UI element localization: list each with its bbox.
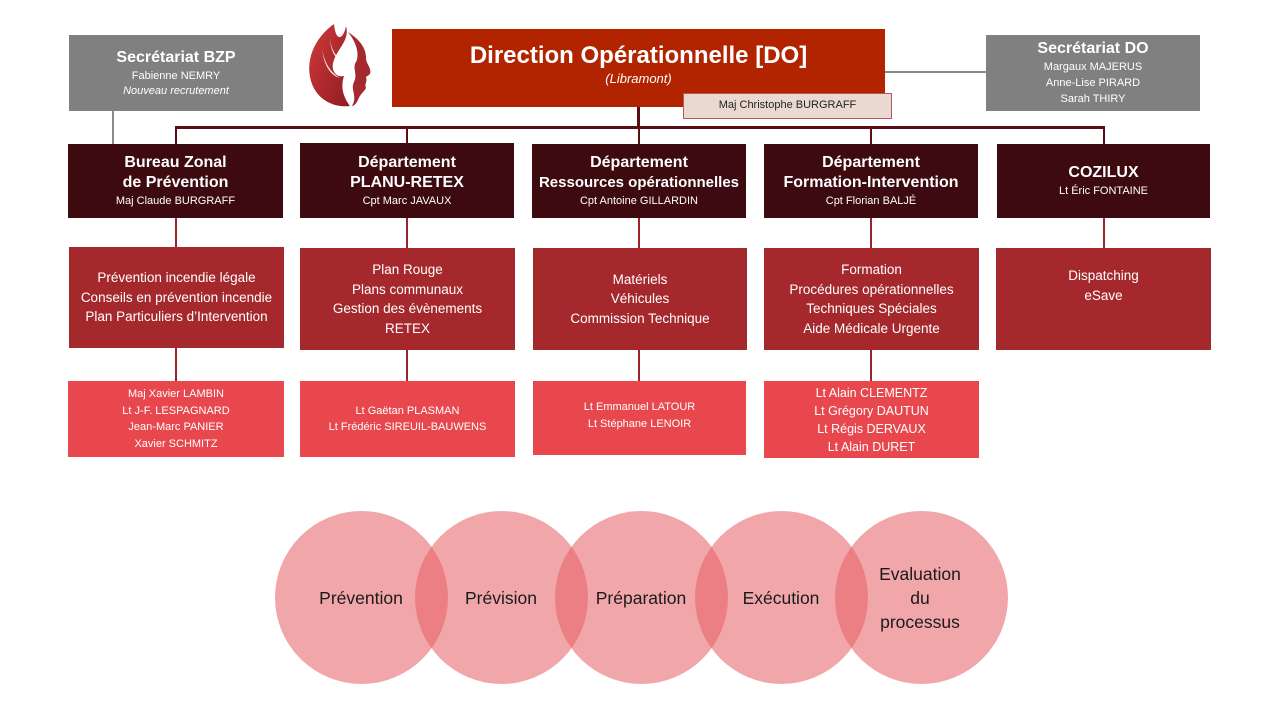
connector-drop-5	[1103, 126, 1105, 146]
mission-item: Plans communaux	[351, 281, 464, 297]
connector-people-4	[870, 350, 872, 382]
person-name: Lt Alain DURET	[827, 439, 916, 454]
process-circle-evaluation	[835, 511, 1008, 684]
person-name: Lt Gaëtan PLASMAN	[355, 404, 460, 417]
connector-people-1	[175, 348, 177, 382]
mission-item: Plan Particuliers d’Intervention	[85, 309, 268, 325]
secretariat-do-member-2: Anne-Lise PIRARD	[1045, 77, 1141, 89]
connector-drop-2	[406, 126, 408, 146]
person-name: Lt Frédéric SIREUIL-BAUWENS	[328, 421, 487, 433]
department-box-planu-retex: Département PLANU-RETEX Cpt Marc JAVAUX	[300, 143, 514, 218]
person-name: Lt Grégory DAUTUN	[814, 403, 929, 418]
process-label-prevention: Prévention	[319, 588, 403, 608]
process-label-execution: Exécution	[742, 588, 820, 608]
secretariat-bzp-member: Fabienne NEMRY	[131, 70, 221, 82]
director-title: Direction Opérationnelle [DO]	[469, 42, 808, 69]
connector-people-2	[406, 350, 408, 382]
connector-horizontal	[175, 126, 1105, 129]
department-head: Maj Claude BURGRAFF	[115, 195, 236, 207]
connector-drop-1	[175, 126, 177, 146]
director-head-badge: Maj Christophe BURGRAFF	[683, 93, 892, 119]
mission-box-formation: Formation Procédures opérationnelles Tec…	[764, 248, 979, 350]
mission-box-planu-retex: Plan Rouge Plans communaux Gestion des é…	[300, 248, 515, 350]
mission-item: Aide Médicale Urgente	[803, 320, 940, 336]
mission-item: Procédures opérationnelles	[789, 281, 954, 297]
person-name: Lt J-F. LESPAGNARD	[122, 404, 230, 417]
director-head-name: Maj Christophe BURGRAFF	[718, 99, 857, 111]
secretariat-bzp-title: Secrétariat BZP	[116, 49, 236, 66]
secretariat-do-member-3: Sarah THIRY	[1060, 93, 1126, 105]
mission-box-bzp: Prévention incendie légale Conseils en p…	[69, 247, 284, 348]
department-title-2: PLANU-RETEX	[350, 173, 464, 191]
connector-people-3	[638, 350, 640, 382]
process-label-prevision: Prévision	[465, 588, 537, 608]
person-name: Lt Régis DERVAUX	[817, 421, 926, 436]
department-box-ressources: Département Ressources opérationnelles C…	[532, 144, 746, 218]
mission-item: Dispatching	[1068, 268, 1139, 283]
connector-mission-4	[870, 218, 872, 248]
person-name: Lt Emmanuel LATOUR	[583, 401, 696, 413]
department-title-2: de Prévention	[122, 174, 229, 191]
department-head: Cpt Marc JAVAUX	[362, 194, 452, 207]
department-title-1: Département	[822, 154, 920, 171]
connector-mission-1	[175, 218, 177, 248]
department-title-1: Bureau Zonal	[124, 154, 227, 171]
mission-box-ressources: Matériels Véhicules Commission Technique	[533, 248, 747, 350]
mission-item: Prévention incendie légale	[97, 270, 256, 286]
department-title-1: COZILUX	[1068, 164, 1139, 181]
mission-item: Plan Rouge	[372, 262, 443, 277]
mission-item: Matériels	[612, 271, 668, 287]
mission-item: eSave	[1084, 287, 1123, 303]
people-box-ressources: Lt Emmanuel LATOUR Lt Stéphane LENOIR	[533, 381, 746, 455]
department-title-2: Ressources opérationnelles	[538, 174, 740, 191]
mission-item: Conseils en prévention incendie	[80, 289, 273, 305]
connector-bzp	[112, 110, 114, 146]
connector-mission-3	[638, 218, 640, 248]
person-name: Lt Alain CLEMENTZ	[815, 385, 928, 400]
mission-item: RETEX	[384, 320, 430, 336]
department-head: Lt Éric FONTAINE	[1058, 185, 1149, 197]
people-box-planu-retex: Lt Gaëtan PLASMAN Lt Frédéric SIREUIL-BA…	[300, 381, 515, 457]
process-label-preparation: Préparation	[595, 588, 687, 608]
department-box-formation: Département Formation-Intervention Cpt F…	[764, 144, 978, 218]
mission-item: Véhicules	[610, 291, 670, 307]
connector-secretariat-do	[884, 71, 987, 73]
department-box-cozilux: COZILUX Lt Éric FONTAINE	[997, 144, 1210, 218]
people-box-bzp: Maj Xavier LAMBIN Lt J-F. LESPAGNARD Jea…	[68, 381, 284, 457]
person-name: Maj Xavier LAMBIN	[128, 388, 224, 400]
secretariat-do-box: Secrétariat DO Margaux MAJERUS Anne-Lise…	[986, 35, 1200, 111]
director-location: (Libramont)	[605, 71, 672, 86]
secretariat-bzp-note: Nouveau recrutement	[123, 85, 229, 97]
connector-mission-5	[1103, 218, 1105, 248]
department-title-2: Formation-Intervention	[783, 174, 959, 191]
department-title-1: Département	[590, 154, 688, 171]
secretariat-bzp-box: Secrétariat BZP Fabienne NEMRY Nouveau r…	[69, 35, 283, 111]
secretariat-do-title: Secrétariat DO	[1037, 40, 1149, 57]
mission-item: Commission Technique	[570, 310, 710, 326]
department-head: Cpt Florian BALJÉ	[825, 195, 917, 207]
connector-mission-2	[406, 218, 408, 248]
department-title-1: Département	[358, 153, 456, 171]
mission-item: Techniques Spéciales	[806, 301, 937, 316]
mission-item: Formation	[841, 262, 902, 277]
secretariat-do-member-1: Margaux MAJERUS	[1043, 61, 1143, 73]
mission-item: Gestion des évènements	[332, 301, 483, 316]
process-label-evaluation: Evaluation du processus	[879, 564, 961, 632]
department-head: Cpt Antoine GILLARDIN	[579, 195, 698, 207]
connector-trunk	[637, 107, 640, 127]
flame-head-icon	[300, 18, 382, 110]
people-box-formation: Lt Alain CLEMENTZ Lt Grégory DAUTUN Lt R…	[764, 381, 979, 458]
mission-box-cozilux: Dispatching eSave	[996, 248, 1211, 350]
connector-drop-4	[870, 126, 872, 146]
person-name: Lt Stéphane LENOIR	[587, 417, 692, 430]
person-name: Jean-Marc PANIER	[128, 421, 224, 433]
connector-drop-3	[638, 126, 640, 146]
person-name: Xavier SCHMITZ	[134, 437, 218, 450]
department-box-bzp: Bureau Zonal de Prévention Maj Claude BU…	[68, 144, 283, 218]
